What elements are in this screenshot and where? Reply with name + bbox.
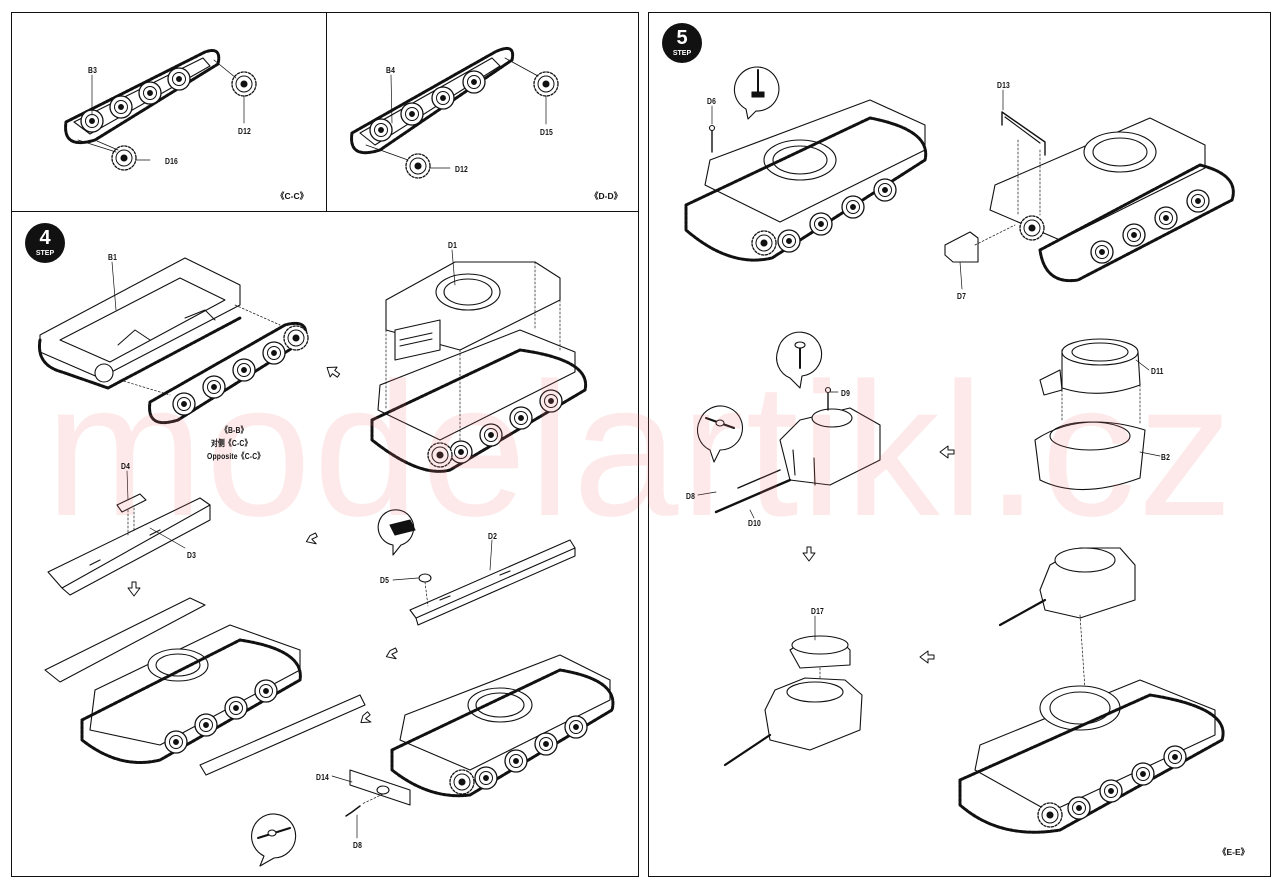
note-opposite-en: Opposite《C-C》 [207, 451, 265, 461]
step-5-number: 5 [676, 27, 688, 49]
turret-subassembly [714, 386, 881, 514]
hull-rear-assembly [345, 654, 615, 817]
part-label-d11: D11 [1151, 366, 1164, 376]
step-5-caption: STEP [672, 50, 692, 57]
part-label-d10: D10 [748, 518, 761, 528]
part-label-d12-dd: D12 [455, 164, 468, 174]
part-label-d14: D14 [316, 772, 329, 782]
part-label-d12: D12 [238, 126, 251, 136]
part-label-d9: D9 [841, 388, 851, 398]
sprocket-d12-d [405, 153, 431, 179]
note-bb: 《B-B》 [221, 425, 248, 435]
rail-d2-with-d5 [409, 539, 576, 626]
sprocket-d16 [111, 145, 137, 171]
part-label-d15: D15 [540, 127, 553, 137]
callout-d9 [776, 331, 823, 389]
flow-arrows-step4 [127, 366, 398, 724]
hull-with-d6 [684, 99, 928, 262]
part-label-d6: D6 [707, 96, 717, 106]
right-track-assembly [148, 321, 309, 425]
rail-d3-with-d4 [47, 493, 211, 596]
flow-arrows-step5 [802, 445, 955, 664]
part-label-d16: D16 [165, 156, 178, 166]
hull-with-rails-left [44, 597, 366, 776]
part-label-d4: D4 [121, 461, 131, 471]
superstructure-d1 [385, 261, 561, 361]
part-label-d17: D17 [811, 606, 824, 616]
callout-d8-step4 [251, 813, 297, 867]
assembled-hull-step4 [370, 261, 588, 473]
part-label-d13: D13 [997, 80, 1010, 90]
hull-rear-d13-d7 [944, 111, 1235, 283]
final-tank [958, 679, 1225, 834]
part-label-b1: B1 [108, 252, 118, 262]
section-d-d: 《D-D》 [590, 191, 623, 201]
sprocket-d12-c [231, 71, 257, 97]
section-e-e: 《E-E》 [1218, 847, 1250, 857]
completed-turret [998, 547, 1136, 691]
panel-step-4 [11, 211, 639, 877]
section-c-c: 《C-C》 [276, 191, 309, 201]
panel-step-5 [648, 12, 1271, 877]
part-label-d8: D8 [353, 840, 363, 850]
part-label-d7: D7 [957, 291, 967, 301]
step-4-caption: STEP [35, 250, 55, 257]
callout-d8-step5 [696, 405, 744, 463]
part-label-d5: D5 [380, 575, 390, 585]
part-label-d3: D3 [187, 550, 197, 560]
callout-d5 [377, 509, 416, 556]
part-label-d1: D1 [448, 240, 458, 250]
lower-hull-b1 [37, 257, 242, 390]
part-label-d8-step5: D8 [686, 491, 696, 501]
turret-d11-b2 [1034, 338, 1146, 491]
turret-with-d17 [723, 635, 863, 767]
track-b3 [64, 49, 221, 145]
part-label-b4: B4 [386, 65, 396, 75]
step-5-badge-shape [662, 23, 702, 63]
step-4-badge-shape [25, 223, 65, 263]
leader-lines [91, 74, 1161, 839]
track-b4 [350, 46, 515, 155]
part-label-d2: D2 [488, 531, 498, 541]
part-label-b3: B3 [88, 65, 98, 75]
step-4-number: 4 [39, 227, 51, 249]
callout-d6 [733, 66, 780, 120]
note-opposite-cn: 对侧《C-C》 [211, 438, 252, 448]
part-label-b2: B2 [1161, 452, 1171, 462]
